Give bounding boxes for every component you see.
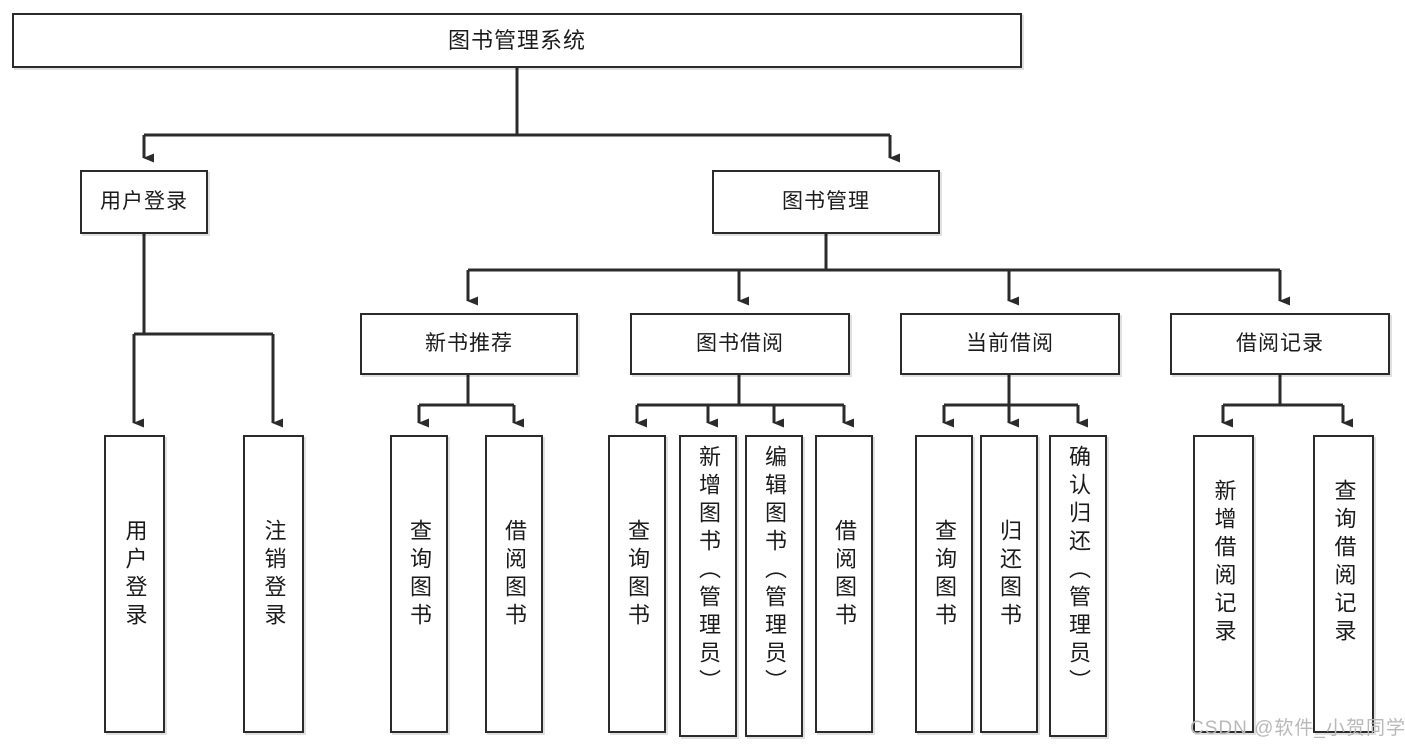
node-borrow-record[interactable]: 借阅记录 bbox=[1170, 313, 1390, 375]
node-book-borrow[interactable]: 图书借阅 bbox=[630, 313, 850, 375]
node-label: 新书推荐 bbox=[425, 331, 513, 355]
leaf-query-book-2[interactable]: 查询图书 bbox=[608, 435, 666, 733]
node-label: 用户登录 bbox=[100, 189, 188, 213]
node-book-management[interactable]: 图书管理 bbox=[712, 170, 940, 234]
node-label: 用户登录 bbox=[122, 519, 148, 631]
leaf-query-book-1[interactable]: 查询图书 bbox=[390, 435, 448, 733]
node-label: 注销登录 bbox=[261, 519, 287, 631]
leaf-return-book[interactable]: 归还图书 bbox=[980, 435, 1038, 733]
leaf-logout[interactable]: 注销登录 bbox=[243, 435, 304, 733]
node-label: 借阅图书 bbox=[502, 519, 527, 631]
leaf-user-login[interactable]: 用户登录 bbox=[104, 435, 165, 733]
node-label: 新增借阅记录 bbox=[1211, 479, 1237, 647]
node-label: 当前借阅 bbox=[966, 331, 1054, 355]
node-label: 图书管理系统 bbox=[447, 27, 586, 53]
node-label: 查询借阅记录 bbox=[1331, 479, 1357, 647]
leaf-edit-book-admin[interactable]: 编辑图书（管理员） bbox=[745, 435, 803, 737]
node-label: 新增图书（管理员） bbox=[696, 445, 721, 697]
node-new-book-recommend[interactable]: 新书推荐 bbox=[360, 313, 578, 375]
node-label: 确认归还（管理员） bbox=[1066, 445, 1091, 697]
node-label: 归还图书 bbox=[997, 519, 1022, 631]
node-root-system[interactable]: 图书管理系统 bbox=[12, 13, 1022, 68]
node-label: 查询图书 bbox=[625, 519, 650, 631]
node-label: 编辑图书（管理员） bbox=[762, 445, 787, 697]
leaf-query-book-3[interactable]: 查询图书 bbox=[915, 435, 973, 733]
node-user-login[interactable]: 用户登录 bbox=[80, 170, 208, 234]
node-label: 图书借阅 bbox=[696, 331, 784, 355]
leaf-add-book-admin[interactable]: 新增图书（管理员） bbox=[679, 435, 737, 737]
node-label: 借阅记录 bbox=[1236, 331, 1324, 355]
node-current-borrow[interactable]: 当前借阅 bbox=[900, 313, 1120, 375]
leaf-confirm-return-admin[interactable]: 确认归还（管理员） bbox=[1049, 435, 1107, 737]
node-label: 查询图书 bbox=[932, 519, 957, 631]
leaf-borrow-book-2[interactable]: 借阅图书 bbox=[815, 435, 873, 733]
leaf-add-borrow-record[interactable]: 新增借阅记录 bbox=[1193, 435, 1254, 733]
node-label: 图书管理 bbox=[782, 189, 870, 213]
node-label: 借阅图书 bbox=[832, 519, 857, 631]
node-label: 查询图书 bbox=[407, 519, 432, 631]
leaf-borrow-book-1[interactable]: 借阅图书 bbox=[485, 435, 543, 733]
leaf-query-borrow-record[interactable]: 查询借阅记录 bbox=[1313, 435, 1374, 733]
